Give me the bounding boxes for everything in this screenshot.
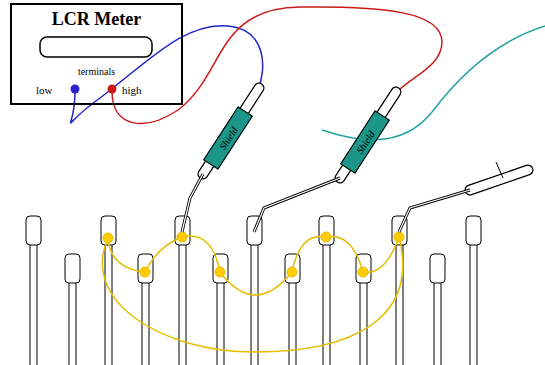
meter-title: LCR Meter: [52, 9, 141, 30]
probe: [399, 162, 528, 232]
pin-row: [26, 216, 481, 365]
third-lead: [322, 26, 545, 140]
terminal-high: [108, 85, 117, 94]
terminal-low: [71, 85, 80, 94]
solder-dots: [103, 232, 404, 277]
shield-sleeve: Shield: [203, 106, 253, 169]
probe: [182, 88, 259, 232]
terminals-label: terminals: [78, 66, 115, 77]
terminal-label: high: [122, 84, 142, 96]
meter-display: [40, 37, 152, 57]
jumper-wires: [102, 236, 402, 352]
low-lead: [71, 26, 263, 123]
shield-label: Shield: [217, 125, 240, 152]
probe: [254, 92, 396, 232]
shield-sleeve: Shield: [340, 110, 390, 173]
terminal-label: low: [36, 84, 53, 96]
shield-label: Shield: [354, 129, 377, 156]
lcr-meter-box: LCR Meter terminals low high: [10, 3, 183, 105]
